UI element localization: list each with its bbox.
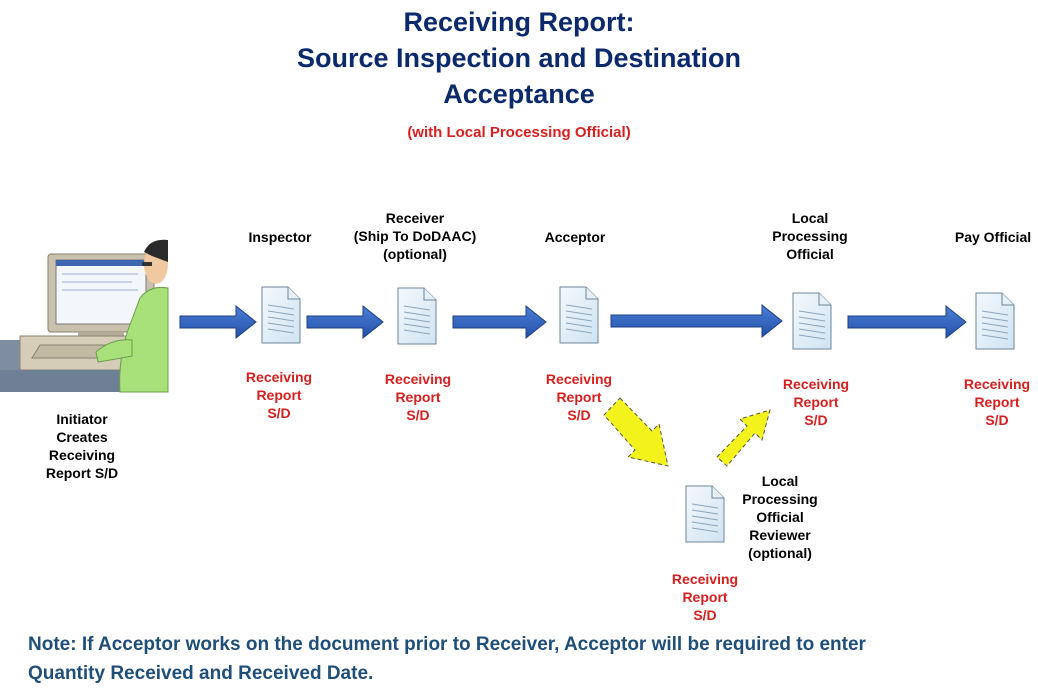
doc-label-line-1: Receiving	[963, 376, 1031, 392]
subtitle: (with Local Processing Official)	[407, 124, 631, 141]
reviewer-line-2: Processing	[742, 491, 818, 507]
document-icon-receiver	[397, 287, 437, 345]
document-label-acceptor: Receiving Report S/D	[529, 370, 629, 424]
doc-label-line-1: Receiving	[545, 371, 613, 387]
document-label-lpo: Receiving Report S/D	[766, 375, 866, 429]
page-title: Receiving Report: Source Inspection and …	[0, 4, 1038, 112]
lpo-line-3: Official	[786, 246, 834, 262]
reviewer-line-4: Reviewer	[749, 527, 811, 543]
initiator-label: Initiator Creates Receiving Report S/D	[22, 410, 142, 482]
initiator-person-icon	[95, 239, 169, 393]
role-label-lpo: Local Processing Official	[760, 209, 860, 263]
initiator-line-3: Receiving	[48, 447, 116, 463]
doc-label-line-3: S/D	[985, 412, 1009, 428]
doc-label-line-2: Report	[256, 387, 302, 403]
doc-label-line-2: Report	[793, 394, 839, 410]
flow-arrow-initiator-to-inspector	[179, 304, 257, 340]
doc-label-line-2: Report	[556, 389, 602, 405]
note-line-1: Note: If Acceptor works on the document …	[28, 634, 866, 655]
flow-arrow-acceptor-to-lpo	[610, 303, 783, 339]
doc-label-line-2: Report	[395, 389, 441, 405]
doc-label-line-1: Receiving	[384, 371, 452, 387]
document-label-pay-official: Receiving Report S/D	[947, 375, 1038, 429]
document-icon-inspector	[261, 286, 301, 344]
lpo-line-2: Processing	[772, 228, 848, 244]
doc-label-line-3: S/D	[804, 412, 828, 428]
reviewer-line-1: Local	[761, 473, 799, 489]
doc-label-line-1: Receiving	[671, 571, 739, 587]
doc-label-line-1: Receiving	[782, 376, 850, 392]
initiator-line-1: Initiator	[56, 411, 108, 427]
doc-label-line-3: S/D	[406, 407, 430, 423]
role-label-pay-official: Pay Official	[954, 229, 1032, 245]
receiver-line-2: (Ship To DoDAAC)	[353, 228, 477, 244]
document-icon-lpo	[792, 292, 832, 350]
document-label-inspector: Receiving Report S/D	[229, 368, 329, 422]
title-line-2: Source Inspection and Destination	[296, 43, 742, 73]
document-icon-pay-official	[975, 292, 1015, 350]
reviewer-line-3: Official	[756, 509, 804, 525]
doc-label-line-3: S/D	[567, 407, 591, 423]
receiver-line-1: Receiver	[385, 210, 445, 226]
doc-label-line-2: Report	[974, 394, 1020, 410]
review-arrow-reviewer-to-lpo	[716, 409, 771, 467]
flow-arrow-inspector-to-receiver	[306, 304, 384, 340]
doc-label-line-3: S/D	[693, 607, 717, 623]
role-label-inspector: Inspector	[248, 229, 312, 245]
note-text: Note: If Acceptor works on the document …	[28, 630, 1028, 688]
flow-arrow-lpo-to-pay-official	[847, 304, 967, 340]
document-label-lpo-reviewer: Receiving Report S/D	[655, 570, 755, 624]
document-icon-lpo-reviewer	[685, 485, 725, 543]
doc-label-line-3: S/D	[267, 405, 291, 421]
role-label-acceptor: Acceptor	[544, 229, 606, 245]
reviewer-line-5: (optional)	[748, 545, 812, 561]
role-label-receiver: Receiver (Ship To DoDAAC) (optional)	[340, 209, 490, 263]
note-line-2: Quantity Received and Received Date.	[28, 663, 374, 684]
title-line-3: Acceptance	[443, 79, 595, 109]
flow-arrow-receiver-to-acceptor	[452, 304, 547, 340]
doc-label-line-2: Report	[682, 589, 728, 605]
title-line-1: Receiving Report:	[403, 7, 635, 37]
initiator-line-4: Report S/D	[45, 465, 119, 481]
receiver-line-3: (optional)	[383, 246, 447, 262]
lpo-line-1: Local	[791, 210, 829, 226]
doc-label-line-1: Receiving	[245, 369, 313, 385]
review-arrow-acceptor-to-reviewer	[603, 397, 669, 467]
initiator-line-2: Creates	[56, 429, 108, 445]
role-label-lpo-reviewer: Local Processing Official Reviewer (opti…	[730, 472, 830, 562]
document-icon-acceptor	[559, 286, 599, 344]
document-label-receiver: Receiving Report S/D	[368, 370, 468, 424]
